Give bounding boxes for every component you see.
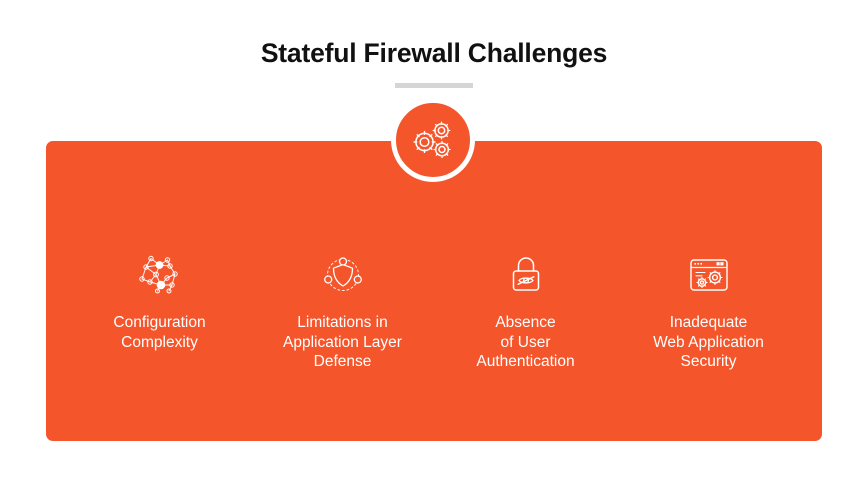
challenge-label: Absence of User Authentication (476, 314, 575, 370)
shield-nodes-icon (320, 254, 366, 296)
challenge-item-user-authentication: Absence of User Authentication (434, 141, 617, 372)
gears-icon (410, 118, 456, 162)
header: Stateful Firewall Challenges (0, 0, 868, 88)
challenge-label: Inadequate Web Application Security (653, 314, 764, 370)
challenge-label: Configuration Complexity (113, 314, 206, 351)
title-divider (395, 83, 473, 88)
browser-window-gears-icon (686, 254, 732, 296)
page-title: Stateful Firewall Challenges (260, 38, 608, 68)
network-nodes-icon (137, 254, 183, 296)
challenge-label: Limitations in Application Layer Defense (283, 314, 402, 370)
badge-circle (391, 98, 475, 182)
challenges-list: Configuration Complexity Limitations in … (46, 141, 822, 441)
challenge-item-web-application-security: Inadequate Web Application Security (617, 141, 800, 372)
padlock-no-eye-icon (503, 254, 549, 296)
challenges-panel (46, 141, 822, 441)
challenge-item-application-layer-defense: Limitations in Application Layer Defense (251, 141, 434, 372)
challenge-item-configuration-complexity: Configuration Complexity (68, 141, 251, 352)
